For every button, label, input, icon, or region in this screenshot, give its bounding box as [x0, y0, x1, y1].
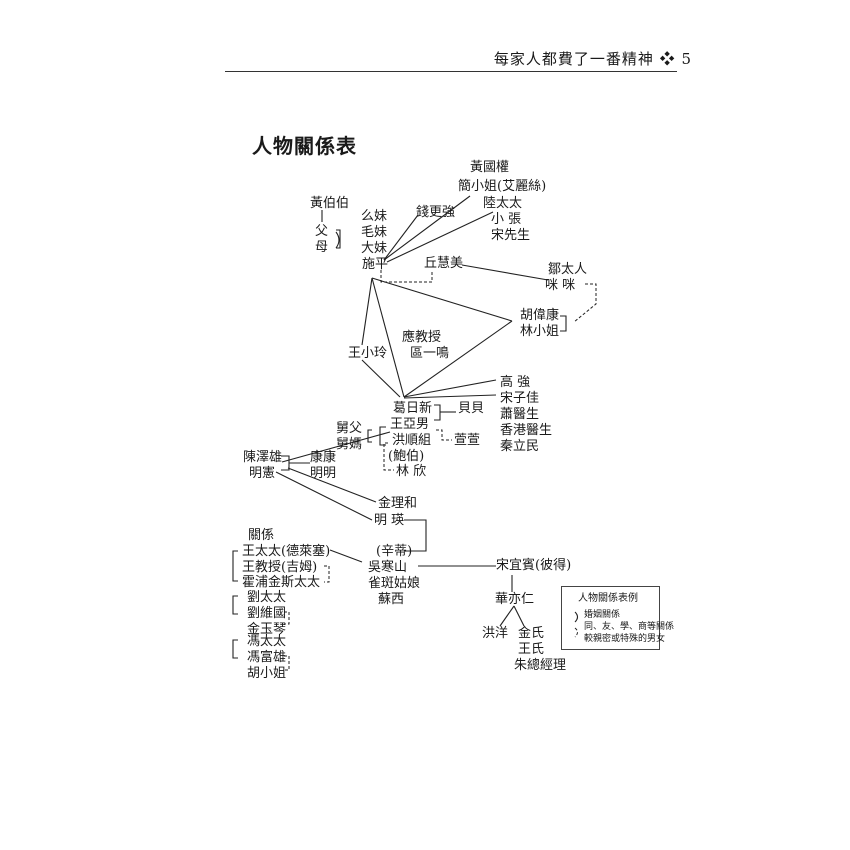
legend-title: 人物關係表例 [578, 593, 638, 604]
node-song-xiansheng: 宋先生 [491, 228, 531, 243]
node-song-zijia: 宋子佳 [500, 391, 540, 406]
node-jian-xiaojie: 簡小姐(艾麗絲) [458, 179, 547, 194]
node-wang-jiaoshou: 王教授(吉姆) [242, 560, 318, 575]
legend-others: 同、友、學、商等關係 [584, 622, 675, 632]
node-qiu-huimei: 丘慧美 [424, 256, 464, 271]
node-jiufu: 舅父 [336, 421, 363, 436]
node-fu: 父 [315, 224, 329, 239]
header-rule [225, 71, 677, 72]
node-queban-guniang: 雀斑姑娘 [368, 576, 421, 591]
node-gao-qiang: 高 強 [500, 375, 531, 390]
node-yaomei: 么妹 [361, 209, 388, 224]
node-feng-taitai: 馮太太 [247, 634, 287, 649]
node-xiao-yisheng: 蕭醫生 [500, 407, 540, 422]
node-hu-weikang: 胡偉康 [520, 308, 560, 323]
node-ming-ying: 明 瑛 [374, 513, 405, 528]
legend-box [561, 586, 660, 650]
node-hong-shunzu: 洪順組 [392, 433, 432, 448]
node-jin-lihe: 金理和 [378, 496, 418, 511]
page-title: 人物關係表 [252, 134, 357, 158]
node-huang-bobo: 黃伯伯 [310, 196, 350, 211]
node-ge-rixin: 葛日新 [393, 401, 433, 416]
legend-marriage: 婚姻關係 [584, 610, 621, 620]
node-feng-fuxiong: 馮富雄 [247, 650, 287, 665]
node-chen-zexiong: 陳澤雄 [243, 450, 283, 465]
node-lu-taitai: 陸太太 [483, 196, 523, 211]
node-hopkins: 霍浦金斯太太 [242, 575, 321, 590]
node-ou-yiming: 區一鳴 [410, 346, 450, 361]
node-mimi: 咪 咪 [545, 278, 576, 293]
node-guanxi: 關係 [248, 528, 275, 543]
node-zou-furen: 鄒太人 [548, 262, 588, 277]
node-xianggang-yisheng: 香港醫生 [500, 423, 553, 438]
node-mu: 母 [315, 240, 329, 255]
node-lin-xin: 林 欣 [396, 464, 427, 479]
running-header: 每家人都費了一番精神 ❖ 5 [493, 50, 692, 68]
node-damei: 大妹 [361, 241, 388, 256]
node-hua-yiren: 華亦仁 [495, 592, 535, 607]
node-wu-hanshan: 吳寒山 [368, 560, 408, 575]
node-lin-xiaojie: 林小姐 [520, 324, 560, 339]
node-wang-shi: 王氏 [518, 642, 545, 657]
node-liu-weiguo: 劉維國 [247, 606, 287, 621]
node-jin-shi: 金氏 [518, 626, 545, 641]
node-baobo: (鮑伯) [388, 449, 425, 464]
node-wang-xiaoling: 王小玲 [348, 346, 388, 361]
legend-special: 較親密或特殊的男女 [584, 634, 666, 644]
node-huang-guoquan: 黃國權 [470, 160, 510, 175]
node-guanguan: 萱萱 [454, 433, 481, 448]
node-beibei: 貝貝 [458, 401, 485, 416]
node-wang-taitai: 王太太(德萊塞) [242, 544, 331, 559]
node-shiping: 施平 [362, 257, 389, 272]
node-hu-xiaojie2: 胡小姐 [247, 666, 287, 681]
node-mingxian: 明憲 [249, 466, 276, 481]
node-kangkang: 康康 [310, 450, 337, 465]
node-qian-gengqiang: 錢更強 [416, 205, 456, 220]
node-hong-yang: 洪洋 [482, 626, 509, 641]
node-xindi: (辛蒂) [376, 544, 413, 559]
node-zhu-zongjingli: 朱總經理 [514, 658, 567, 673]
node-ying-jiaoshou: 應教授 [402, 330, 442, 345]
node-jiuma: 舅媽 [336, 437, 363, 452]
node-mingming: 明明 [310, 466, 337, 481]
node-wang-yanan: 王亞男 [390, 417, 430, 432]
node-maomei: 毛妹 [361, 225, 388, 240]
node-liu-taitai: 劉太太 [247, 590, 287, 605]
node-suxi: 蘇西 [378, 592, 405, 607]
node-qin-limin: 秦立民 [500, 439, 540, 454]
node-song-yibin: 宋宜賓(彼得) [496, 558, 572, 573]
node-jin-yuqin: 金玉琴 [247, 622, 287, 637]
node-xiao-zhang: 小 張 [491, 212, 522, 227]
